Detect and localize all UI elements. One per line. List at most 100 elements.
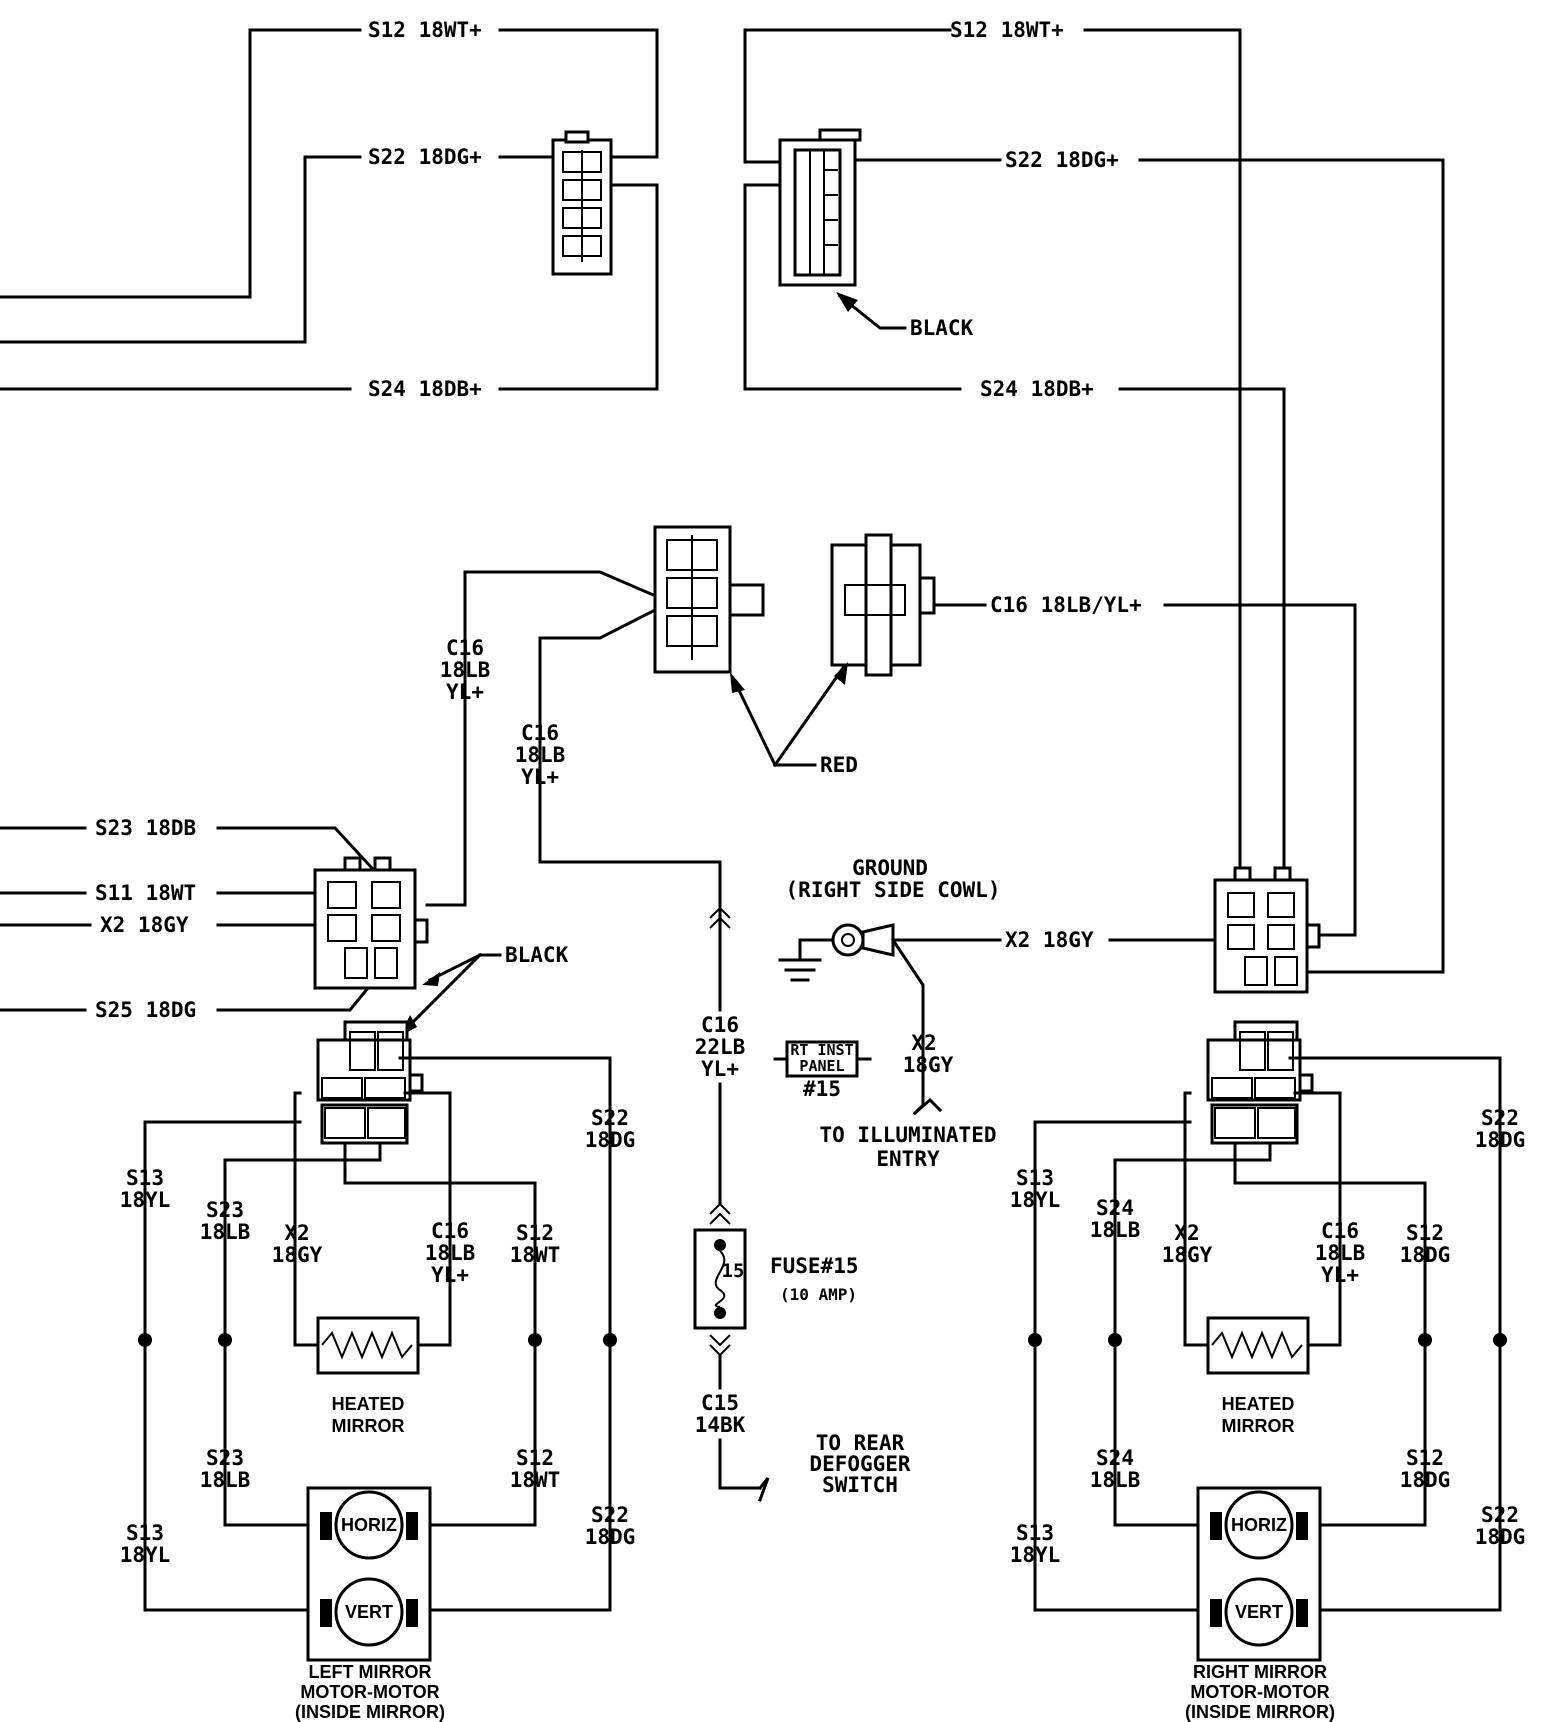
x2-label: X2 18GY: [100, 913, 189, 937]
fuse-c16-line1: C16: [701, 1013, 739, 1037]
ground-title: GROUND: [852, 856, 928, 880]
right-s24-u1: S24: [1096, 1196, 1134, 1220]
right-heated-1: HEATED: [1222, 1394, 1295, 1414]
top-right-harness: S12 18WT+ S22 18DG+ S24 18DB+ BLACK: [743, 18, 1445, 974]
left-mirror-circuit: HORIZ VERT S13 18YL S23 18LB X2 18GY C16…: [120, 1020, 636, 1722]
left-s23-l1: S23: [206, 1446, 244, 1470]
left-top-connector: [551, 130, 613, 276]
left-caption-1: LEFT MIRROR: [309, 1662, 432, 1682]
right-caption-3: (INSIDE MIRROR): [1185, 1702, 1335, 1722]
c16-right-label: C16 18LB/YL+: [990, 593, 1142, 617]
to-illuminated-line2: ENTRY: [876, 1147, 940, 1171]
left-vert-label: VERT: [345, 1602, 393, 1622]
c16-b-line2: 18LB: [515, 743, 566, 767]
right-c16-3: YL+: [1321, 1263, 1359, 1287]
s23-label: S23 18DB: [95, 816, 196, 840]
right-s12-u2: 18DG: [1400, 1243, 1451, 1267]
ground-x2-v1: X2: [911, 1031, 936, 1055]
left-s13-l2: 18YL: [120, 1543, 171, 1567]
c16-a-line3: YL+: [446, 680, 484, 704]
ground-x2-label: X2 18GY: [1005, 928, 1094, 952]
left-s22-u1: S22: [591, 1106, 629, 1130]
right-s12-u1: S12: [1406, 1221, 1444, 1245]
left-x2-2: 18GY: [272, 1243, 323, 1267]
fuse-c15-line1: C15: [701, 1391, 739, 1415]
right-s13-l1: S13: [1016, 1521, 1054, 1545]
red-connectors: C16 18LB/YL+ C16 18LB YL+ C16 18LB YL+ R…: [440, 525, 1357, 937]
right-caption-2: MOTOR-MOTOR: [1190, 1682, 1329, 1702]
fuse-c16-line3: YL+: [701, 1057, 739, 1081]
right-caption-1: RIGHT MIRROR: [1193, 1662, 1327, 1682]
right-switch-connector: [1213, 866, 1321, 994]
left-c16-3: YL+: [431, 1263, 469, 1287]
ground-location: (RIGHT SIDE COWL): [786, 878, 1001, 902]
left-s23-u1: S23: [206, 1198, 244, 1222]
rt-inst-line2: PANEL: [799, 1057, 844, 1075]
left-c16-2: 18LB: [425, 1241, 476, 1265]
left-s23-l2: 18LB: [200, 1468, 251, 1492]
rt-inst-fuse-ref: #15: [803, 1077, 841, 1101]
left-s12-u2: 18WT: [510, 1243, 561, 1267]
right-s12-l1: S12: [1406, 1446, 1444, 1470]
left-s22-label: S22 18DG+: [368, 145, 482, 169]
right-top-connector: [778, 128, 862, 287]
left-caption-3: (INSIDE MIRROR): [295, 1702, 445, 1722]
left-s24-label: S24 18DB+: [368, 377, 482, 401]
right-mirror-circuit: HORIZ VERT S13 18YL S24 18LB X2 18GY C16…: [1010, 1020, 1526, 1722]
to-rear-line1: TO REAR: [816, 1431, 905, 1455]
left-c16-1: C16: [431, 1219, 469, 1243]
left-heated-2: MIRROR: [332, 1416, 405, 1436]
right-s13-l2: 18YL: [1010, 1543, 1061, 1567]
left-horiz-label: HORIZ: [341, 1515, 397, 1535]
to-rear-line3: SWITCH: [822, 1473, 898, 1497]
c16-a-line2: 18LB: [440, 658, 491, 682]
c16-b-line1: C16: [521, 721, 559, 745]
right-s22-u2: 18DG: [1475, 1128, 1526, 1152]
left-caption-2: MOTOR-MOTOR: [300, 1682, 439, 1702]
right-s13-u2: 18YL: [1010, 1188, 1061, 1212]
fuse-c16-line2: 22LB: [695, 1035, 746, 1059]
fuse-section: C16 22LB YL+ 15 FUSE#15 (10 AMP) C15 14B…: [693, 906, 911, 1502]
right-s22-l2: 18DG: [1475, 1525, 1526, 1549]
ground-x2-v2: 18GY: [903, 1053, 954, 1077]
left-s12-u1: S12: [516, 1221, 554, 1245]
right-c16-2: 18LB: [1315, 1241, 1366, 1265]
c16-b-line3: YL+: [521, 765, 559, 789]
left-s13-u2: 18YL: [120, 1188, 171, 1212]
top-left-harness: S12 18WT+ S22 18DG+ S24 18DB+: [0, 18, 659, 401]
left-s22-l2: 18DG: [585, 1525, 636, 1549]
left-switch-connector: S23 18DB S11 18WT X2 18GY S25 18DG BLACK: [0, 816, 569, 1036]
right-x2-1: X2: [1174, 1221, 1199, 1245]
black-callout-top: BLACK: [910, 316, 974, 340]
right-s12-label: S12 18WT+: [950, 18, 1064, 42]
right-vert-label: VERT: [1235, 1602, 1283, 1622]
right-s22-label: S22 18DG+: [1005, 148, 1119, 172]
to-rear-line2: DEFOGGER: [809, 1452, 911, 1476]
left-s22-l1: S22: [591, 1503, 629, 1527]
s11-label: S11 18WT: [95, 881, 196, 905]
right-x2-2: 18GY: [1162, 1243, 1213, 1267]
left-s12-l1: S12: [516, 1446, 554, 1470]
right-heated-2: MIRROR: [1222, 1416, 1295, 1436]
right-s22-l1: S22: [1481, 1503, 1519, 1527]
right-s24-u2: 18LB: [1090, 1218, 1141, 1242]
right-s22-u1: S22: [1481, 1106, 1519, 1130]
c16-a-line1: C16: [446, 636, 484, 660]
left-s13-u1: S13: [126, 1166, 164, 1190]
left-s23-u2: 18LB: [200, 1220, 251, 1244]
left-heated-1: HEATED: [332, 1394, 405, 1414]
right-s13-u1: S13: [1016, 1166, 1054, 1190]
right-c16-1: C16: [1321, 1219, 1359, 1243]
right-horiz-label: HORIZ: [1231, 1515, 1287, 1535]
fuse-rating: (10 AMP): [780, 1285, 857, 1304]
right-s24-l2: 18LB: [1090, 1468, 1141, 1492]
left-s12-l2: 18WT: [510, 1468, 561, 1492]
fuse-c15-line2: 14BK: [695, 1413, 746, 1437]
fuse-number: 15: [722, 1260, 745, 1282]
black-callout-left: BLACK: [505, 943, 569, 967]
right-s12-l2: 18DG: [1400, 1468, 1451, 1492]
to-illuminated-line1: TO ILLUMINATED: [819, 1123, 996, 1147]
red-callout: RED: [820, 753, 858, 777]
left-s22-u2: 18DG: [585, 1128, 636, 1152]
